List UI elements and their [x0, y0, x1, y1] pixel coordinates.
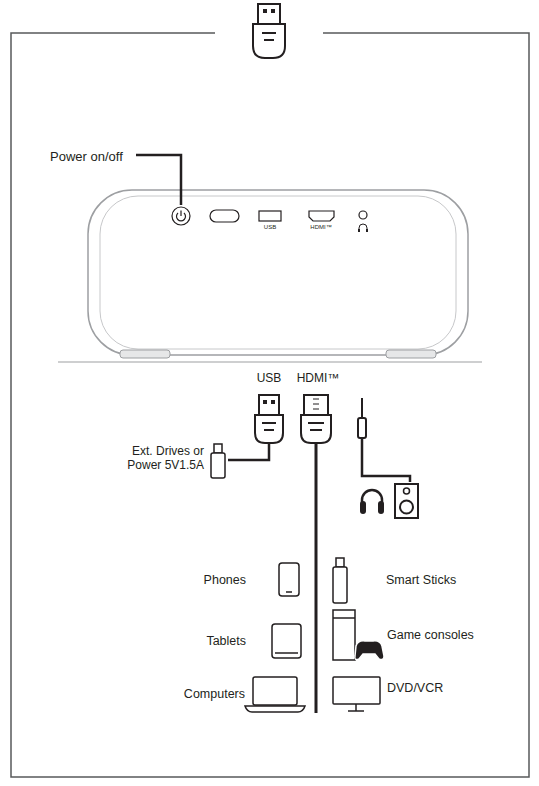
- smart-stick-head: [336, 558, 344, 567]
- frame-outline: [11, 33, 529, 777]
- usb-header-line: [264, 39, 274, 41]
- usb-header-pin: [263, 9, 267, 13]
- audio-plug-tip: [361, 398, 363, 418]
- connector-label: USB: [257, 371, 282, 385]
- phone-icon: [279, 563, 299, 596]
- console-tower: [333, 610, 355, 660]
- speaker-tweeter: [404, 488, 410, 494]
- console-tower: [333, 617, 355, 619]
- usb-header-pin: [271, 9, 275, 13]
- usb-stick-head: [214, 444, 222, 453]
- headphone-symbol: [358, 229, 360, 232]
- speaker-woofer: [400, 501, 413, 514]
- usb-cable: [228, 443, 269, 460]
- hdmi-plug: [301, 395, 331, 443]
- laptop-base: [245, 706, 305, 712]
- device-label: Tablets: [206, 634, 246, 649]
- device-label: DVD/VCR: [387, 681, 443, 696]
- projector-housing: [88, 190, 468, 355]
- port-label: USB: [264, 224, 276, 231]
- audio-plug-body: [358, 418, 366, 438]
- usb-plug-pin: [263, 400, 267, 404]
- monitor-stand: [355, 704, 357, 711]
- usb-header-head: [258, 4, 280, 24]
- monitor-screen: [333, 677, 380, 704]
- power-leader: [136, 155, 181, 205]
- speaker-box: [395, 484, 418, 518]
- hdmi-plug-line: [308, 422, 324, 424]
- audio-jack: [359, 211, 367, 219]
- usb-header-line: [262, 32, 276, 34]
- device-icons: [245, 558, 384, 712]
- usb-stick-icon: [211, 444, 225, 478]
- projector-foot: [386, 350, 436, 358]
- hdmi-port: [309, 211, 334, 221]
- projector-foot: [120, 350, 170, 358]
- headphone-cup: [360, 501, 366, 514]
- frame: [11, 33, 529, 777]
- device-label: Ext. Drives or Power 5V1.5A: [112, 444, 204, 473]
- audio-cable: [362, 438, 410, 482]
- usb-plug-body: [255, 415, 283, 443]
- phone-icon: [286, 591, 292, 593]
- device-label: Smart Sticks: [386, 573, 456, 588]
- ground-line: [58, 361, 482, 362]
- headphone-cup: [378, 501, 384, 514]
- projector-inner: [100, 196, 456, 349]
- connector-label: HDMI™: [297, 371, 340, 385]
- power-button: [172, 207, 190, 225]
- smart-stick-body: [333, 567, 347, 603]
- game-controller: [355, 641, 384, 660]
- hdmi-plug-head: [304, 395, 328, 415]
- usb-plug: [255, 395, 283, 443]
- usb-header-body: [253, 24, 285, 58]
- monitor-stand: [348, 710, 364, 712]
- hdmi-plug-pins: [313, 399, 319, 409]
- speaker-icon: [395, 484, 418, 518]
- hdmi-plug-body: [301, 415, 331, 443]
- laptop-screen: [253, 677, 297, 705]
- usb-port: [259, 211, 281, 221]
- usb-plug-line: [264, 429, 274, 431]
- headphone-symbol: [359, 224, 367, 231]
- device-label: Game consoles: [387, 628, 474, 643]
- headphone-symbol: [366, 229, 368, 232]
- hdmi-plug-line: [310, 429, 322, 431]
- audio-plug: [358, 398, 366, 438]
- power-symbol: [177, 211, 186, 221]
- port-label: HDMI™: [310, 224, 331, 231]
- projector: [58, 190, 482, 362]
- usb-header-icon: [253, 4, 285, 58]
- headphones-icon: [360, 490, 384, 514]
- button-oval: [210, 210, 239, 222]
- tablet-icon: [275, 652, 298, 654]
- usb-stick-body: [211, 453, 225, 478]
- hdmi-cable: [315, 443, 318, 713]
- device-label: Computers: [184, 687, 245, 702]
- tablet-icon: [272, 624, 301, 658]
- usb-plug-line: [262, 422, 276, 424]
- usb-plug-pin: [271, 400, 275, 404]
- device-label: Phones: [204, 573, 246, 588]
- usb-plug-head: [259, 395, 279, 415]
- callout-label: Power on/off: [50, 149, 123, 165]
